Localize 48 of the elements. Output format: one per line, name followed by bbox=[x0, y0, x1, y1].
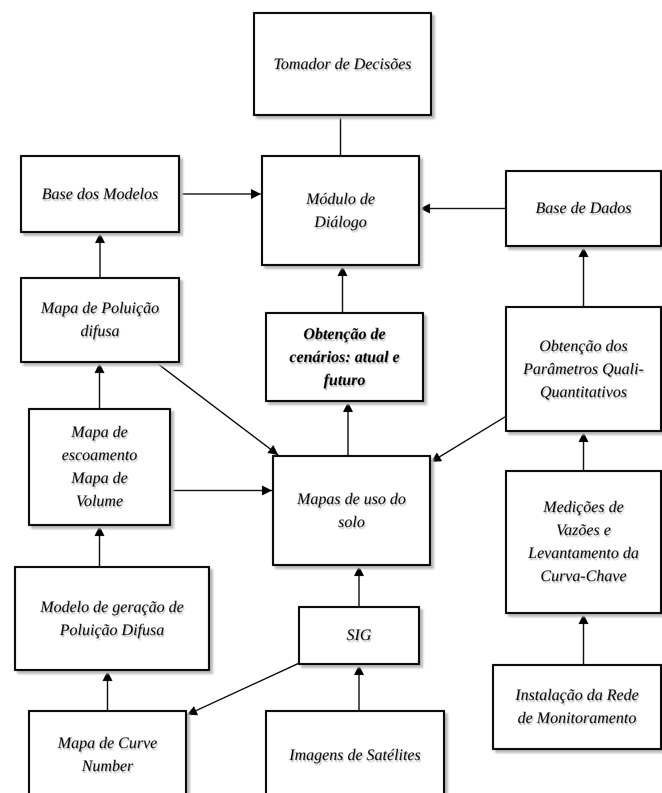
process-box bbox=[298, 606, 420, 665]
process-box bbox=[492, 664, 662, 750]
process-box bbox=[28, 710, 187, 793]
process-box bbox=[505, 170, 662, 247]
arrow bbox=[430, 416, 506, 463]
box-label: Imagens de Satélites bbox=[288, 746, 422, 766]
box-label: Mapa de escoamento Mapa de Volume bbox=[60, 423, 138, 512]
box-label: Obtenção dos Parâmetros Quali-Quantitativos bbox=[522, 336, 645, 402]
process-box bbox=[20, 277, 180, 363]
arrow bbox=[94, 526, 104, 566]
arrow bbox=[420, 204, 505, 214]
arrow bbox=[180, 189, 261, 199]
arrow bbox=[94, 363, 104, 408]
process-box bbox=[28, 408, 171, 526]
box-label: SIG bbox=[346, 626, 372, 646]
box-label: Mapas de uso do solo bbox=[296, 490, 407, 532]
arrow bbox=[156, 362, 279, 456]
box-label: Instalação da Rede de Monitoramento bbox=[514, 686, 640, 729]
box-label: Obtenção de cenários: atual e futuro bbox=[288, 324, 401, 390]
process-box bbox=[265, 312, 424, 402]
arrow bbox=[171, 486, 272, 496]
arrow bbox=[95, 233, 105, 277]
arrow bbox=[338, 266, 348, 312]
box-label: Módulo de Diálogo bbox=[305, 190, 376, 232]
process-box bbox=[265, 710, 445, 793]
box-label: Mapa de Poluição difusa bbox=[40, 299, 160, 342]
box-label: Medições de Vazões e Levantamento da Curva-Chave bbox=[527, 498, 640, 587]
box-label: Base de Dados bbox=[534, 199, 632, 219]
box-label: Modelo de geração de Poluição Difusa bbox=[39, 598, 185, 640]
process-box bbox=[261, 155, 420, 266]
box-label: Mapa de Curve Number bbox=[56, 734, 158, 777]
process-box bbox=[505, 470, 662, 614]
process-box bbox=[14, 566, 210, 671]
arrow bbox=[578, 432, 588, 470]
process-box bbox=[20, 155, 180, 233]
process-box bbox=[505, 306, 662, 432]
process-box bbox=[272, 455, 431, 566]
connector-line bbox=[340, 116, 342, 155]
box-label: Tomador de Decisões bbox=[272, 54, 413, 74]
arrow bbox=[354, 665, 364, 710]
arrow bbox=[354, 566, 364, 606]
arrow bbox=[578, 614, 588, 664]
arrow bbox=[578, 247, 588, 306]
arrow bbox=[102, 671, 112, 710]
box-label: Base dos Modelos bbox=[40, 184, 160, 204]
arrow bbox=[343, 402, 353, 455]
arrow bbox=[186, 663, 298, 716]
process-box bbox=[253, 12, 432, 116]
